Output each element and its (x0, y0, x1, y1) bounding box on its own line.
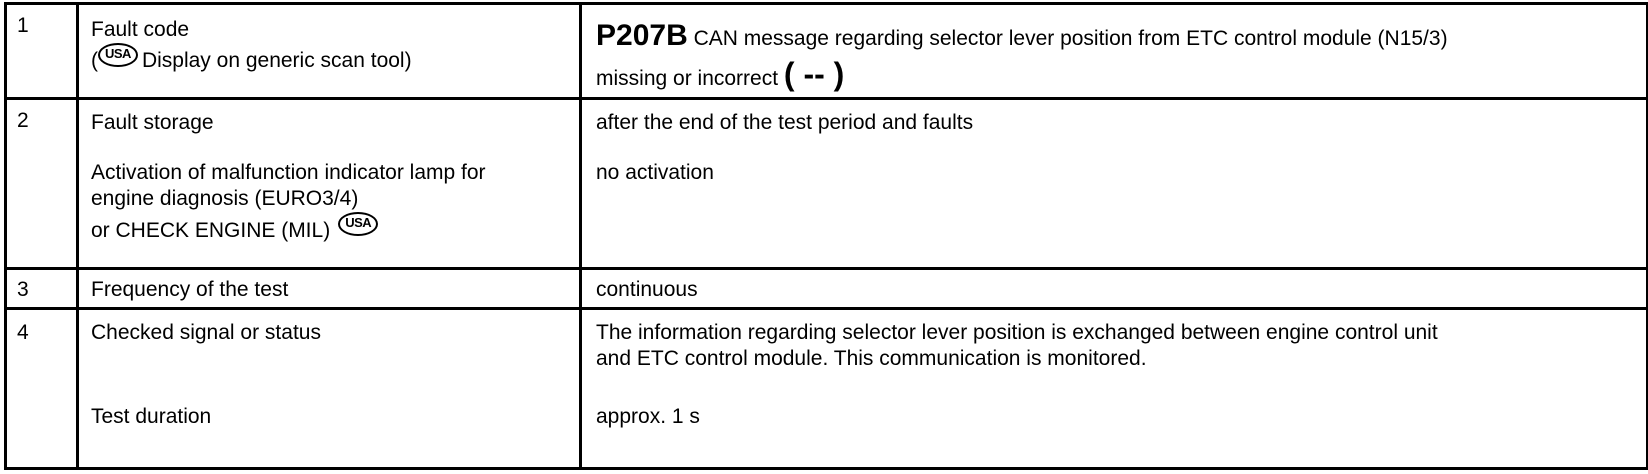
test-duration-label: Test duration (91, 405, 212, 428)
row-number: 2 (17, 109, 29, 132)
row-number: 3 (17, 278, 29, 301)
row-number-cell: 3 (4, 267, 79, 310)
table-row: 3 Frequency of the test continuous (4, 267, 1648, 310)
test-frequency-label: Frequency of the test (91, 278, 289, 301)
checked-signal-value-line1: The information regarding selector lever… (596, 321, 1438, 344)
test-frequency-value: continuous (596, 278, 698, 301)
row-number: 1 (17, 14, 29, 37)
fault-code-suffix: ( -- ) (783, 56, 845, 92)
value-cell: continuous (579, 267, 1648, 310)
value-cell: P207B CAN message regarding selector lev… (579, 2, 1648, 100)
test-duration-value: approx. 1 s (596, 405, 700, 428)
fault-description: CAN message regarding selector lever pos… (693, 27, 1448, 50)
fault-storage-label: Fault storage (91, 111, 214, 134)
fault-code-label: Fault code (91, 18, 190, 41)
checked-signal-value-line2: and ETC control module. This communicati… (596, 347, 1147, 370)
generic-scan-tool-text: Display on generic scan tool) (141, 49, 412, 72)
fault-description-line2: missing or incorrect (596, 67, 779, 90)
row-number-cell: 4 (4, 307, 79, 470)
row-number-cell: 2 (4, 97, 79, 270)
value-cell: The information regarding selector lever… (579, 307, 1648, 470)
usa-icon: USA (338, 212, 379, 236)
mil-activation-label-line3: or CHECK ENGINE (MIL) USA (79, 212, 579, 248)
usa-icon: USA (98, 43, 138, 67)
table-row: 4 Checked signal or status Test duration… (4, 307, 1648, 470)
paren-open: ( (91, 49, 98, 72)
mil-activation-label-line1: Activation of malfunction indicator lamp… (91, 161, 486, 184)
fault-code: P207B (596, 19, 688, 52)
mil-activation-value: no activation (596, 161, 714, 184)
label-cell: Checked signal or status Test duration (76, 307, 582, 470)
fault-description-cont: missing or incorrect ( -- ) (582, 56, 1646, 97)
checked-signal-label: Checked signal or status (91, 321, 321, 344)
mil-activation-label-line2: engine diagnosis (EURO3/4) (91, 187, 359, 210)
value-cell: after the end of the test period and fau… (579, 97, 1648, 270)
label-cell: Fault storage Activation of malfunction … (76, 97, 582, 270)
fault-code-line: P207B CAN message regarding selector lev… (582, 5, 1646, 56)
check-engine-text: or CHECK ENGINE (MIL) (91, 219, 331, 242)
label-cell: Frequency of the test (76, 267, 582, 310)
row-number: 4 (17, 321, 29, 344)
row-number-cell: 1 (4, 2, 79, 100)
table-row: 2 Fault storage Activation of malfunctio… (4, 97, 1648, 270)
fault-storage-value: after the end of the test period and fau… (596, 111, 974, 134)
